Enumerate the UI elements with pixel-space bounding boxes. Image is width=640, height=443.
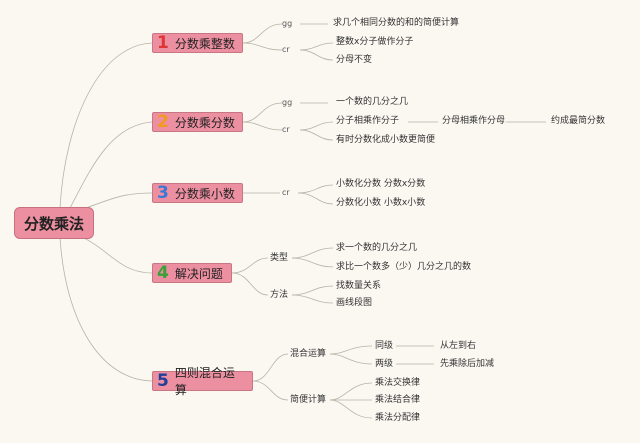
topic-4-number: 4 [157,262,169,283]
topic-4-label: 解决问题 [174,266,223,281]
t5-m1-rule: 从左到右 [440,341,477,351]
topic-2-label: 分数乘分数 [174,115,235,130]
t5-mixed: 混合运算 [290,349,327,359]
t2-b1: 分子相乘作分子 [336,116,400,126]
t4-a1: 求一个数的几分之几 [336,243,418,253]
t3-a1: 小数化分数 分数x分数 [336,179,426,189]
t4-b2: 画线段图 [336,298,373,308]
t2-tag-a: gg [282,98,293,107]
t5-m2-rule: 先乘除后加减 [440,359,495,369]
topic-2: 2 分数乘分数 [152,112,243,132]
t5-s1: 乘法交换律 [375,378,421,388]
t1-b1: 整数x分子做作分子 [336,37,414,47]
t2-b1-next: 分母相乘作分母 [442,116,506,126]
t5-s2: 乘法结合律 [375,395,421,405]
t4-a2: 求比一个数多（少）几分之几的数 [336,262,472,272]
t5-m2: 两级 [375,359,394,369]
t5-simple: 简便计算 [290,395,327,405]
t5-s3: 乘法分配律 [375,413,421,423]
t1-a1: 求几个相同分数的和的简便计算 [333,18,460,28]
t3-a2: 分数化小数 小数x小数 [336,198,426,208]
root-node: 分数乘法 [14,207,94,239]
topic-1-number: 1 [157,32,169,53]
t2-a1: 一个数的几分之几 [336,97,409,107]
topic-1: 1 分数乘整数 [152,33,243,53]
t2-b1-last: 约成最简分数 [551,116,606,126]
topic-2-number: 2 [157,111,169,132]
t1-b2: 分母不变 [336,55,373,65]
topic-1-label: 分数乘整数 [174,36,235,51]
topic-4: 4 解决问题 [152,263,232,283]
topic-3-label: 分数乘小数 [174,186,235,201]
t4-type: 类型 [270,253,289,263]
t1-tag-a: gg [282,19,293,28]
t2-tag-b: cr [282,125,290,134]
topic-5-number: 5 [157,370,169,391]
topic-3-number: 3 [157,182,169,203]
t3-tag: cr [282,188,290,197]
topic-5: 5 四则混合运算 [152,366,253,397]
t5-m1: 同级 [375,341,394,351]
topic-5-label: 四则混合运算 [174,366,235,397]
t4-method: 方法 [270,290,289,300]
topic-3: 3 分数乘小数 [152,183,243,203]
t2-b2: 有时分数化成小数更简便 [336,135,436,145]
t4-b1: 找数量关系 [336,281,382,291]
t1-tag-b: cr [282,45,290,54]
